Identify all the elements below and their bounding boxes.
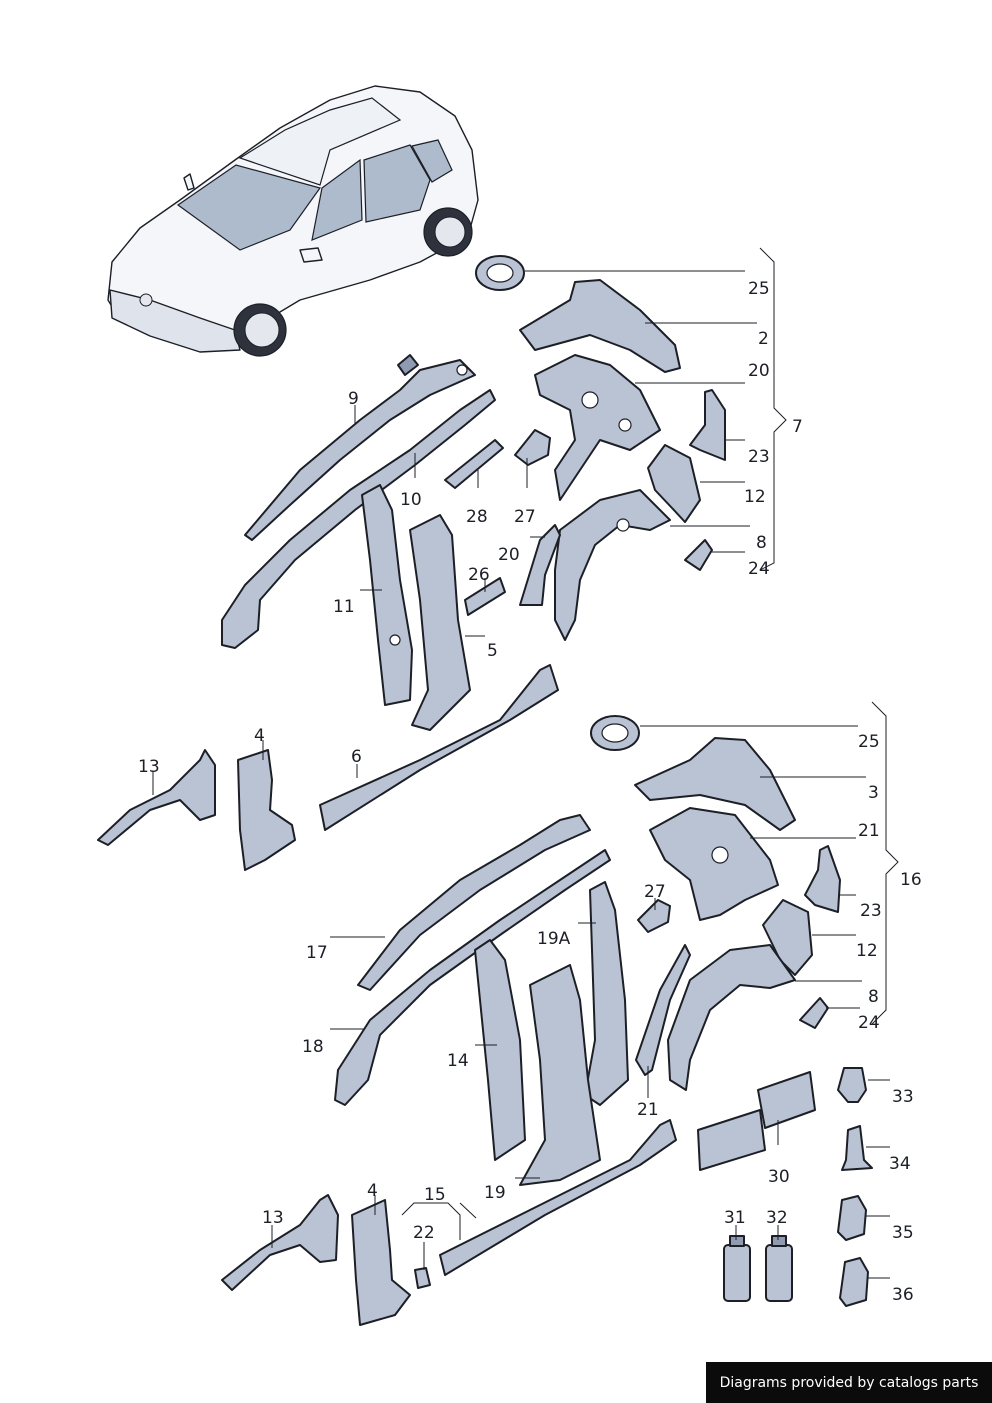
part-bracket-23b (804, 845, 841, 913)
callout-19A: 19A (537, 929, 571, 949)
callout-27: 27 (644, 882, 666, 902)
callout-8: 8 (756, 533, 767, 553)
callout-8: 8 (868, 987, 879, 1007)
callout-25: 25 (858, 732, 880, 752)
part-pad-30a (697, 1109, 766, 1171)
part-sill-6 (319, 664, 559, 831)
callout-10: 10 (400, 490, 422, 510)
part-fastener-36 (839, 1257, 869, 1307)
part-inner-panel-21a (649, 807, 779, 921)
credit-badge: Diagrams provided by catalogs parts (706, 1362, 992, 1403)
callout-24: 24 (858, 1013, 880, 1033)
callout-16: 16 (900, 870, 922, 890)
part-can-32 (765, 1235, 793, 1302)
callout-19: 19 (484, 1183, 506, 1203)
callout-13: 13 (138, 757, 160, 777)
callout-6: 6 (351, 747, 362, 767)
part-reinforcement-20b (519, 524, 561, 606)
callout-14: 14 (447, 1051, 469, 1071)
part-plate-12a (647, 444, 701, 523)
part-pillar-lower-4a (237, 749, 296, 871)
callout-27: 27 (514, 507, 536, 527)
part-pad-30b (757, 1071, 816, 1129)
callout-3: 3 (868, 783, 879, 803)
leader-lines (152, 247, 899, 1279)
part-clip-22 (414, 1267, 431, 1289)
part-bracket-2 (519, 279, 681, 373)
part-roof-rail-17 (357, 814, 591, 991)
part-roof-rail-9 (244, 359, 476, 541)
part-roof-frame-10 (221, 389, 496, 649)
callout-23: 23 (860, 901, 882, 921)
callout-31: 31 (724, 1208, 746, 1228)
callout-5: 5 (487, 641, 498, 661)
part-pillar-lower-4b (351, 1199, 411, 1326)
callout-36: 36 (892, 1285, 914, 1305)
callout-20: 20 (748, 361, 770, 381)
callout-24: 24 (748, 559, 770, 579)
callout-4: 4 (367, 1181, 378, 1201)
part-fastener-33 (837, 1067, 867, 1103)
callout-7: 7 (792, 417, 803, 437)
part-bracket-26 (464, 577, 506, 616)
callout-25: 25 (748, 279, 770, 299)
callout-17: 17 (306, 943, 328, 963)
part-wheelhouse-8a (554, 489, 671, 641)
part-pillar-5 (409, 514, 471, 731)
part-bracket-23a (689, 389, 726, 461)
callout-28: 28 (466, 507, 488, 527)
part-front-panel-13a (97, 749, 216, 846)
part-reinforcement-21b (635, 944, 691, 1076)
credit-text: Diagrams provided by catalogs parts (719, 1374, 979, 1391)
part-bracket-3 (634, 737, 796, 831)
callout-20: 20 (498, 545, 520, 565)
callout-21: 21 (858, 821, 880, 841)
callout-labels: 25 2 20 7 23 12 8 24 9 10 28 27 20 26 11… (138, 279, 922, 1305)
callout-12: 12 (856, 941, 878, 961)
part-sill-15 (439, 1119, 677, 1276)
callout-35: 35 (892, 1223, 914, 1243)
part-strip-28 (444, 439, 504, 489)
callout-21: 21 (637, 1100, 659, 1120)
part-clip-24a (684, 539, 713, 571)
part-pillar-14 (474, 939, 526, 1161)
part-inner-panel-20a (534, 354, 661, 501)
car-illustration (107, 85, 479, 357)
callout-33: 33 (892, 1087, 914, 1107)
part-front-panel-13b (221, 1194, 339, 1291)
part-clip-24b (799, 997, 829, 1029)
part-can-31 (723, 1235, 751, 1302)
callout-34: 34 (889, 1154, 911, 1174)
callout-26: 26 (468, 565, 490, 585)
callout-22: 22 (413, 1223, 435, 1243)
part-pillar-11 (361, 484, 413, 706)
callout-4: 4 (254, 726, 265, 746)
part-bracket-27a (514, 429, 551, 466)
callout-30: 30 (768, 1167, 790, 1187)
callout-32: 32 (766, 1208, 788, 1228)
callout-15: 15 (424, 1185, 446, 1205)
lower-parts-group (221, 715, 873, 1326)
part-bracket-27b (637, 899, 671, 933)
callout-23: 23 (748, 447, 770, 467)
part-wheelhouse-8b (667, 944, 796, 1091)
callout-9: 9 (348, 389, 359, 409)
part-fastener-34 (841, 1125, 873, 1171)
part-pillar-19 (519, 964, 601, 1186)
callout-18: 18 (302, 1037, 324, 1057)
callout-12: 12 (744, 487, 766, 507)
callout-13: 13 (262, 1208, 284, 1228)
part-pillar-19A (584, 881, 629, 1106)
part-fastener-35 (837, 1195, 867, 1241)
upper-parts-group (97, 255, 726, 871)
callout-2: 2 (758, 329, 769, 349)
part-roof-frame-18 (334, 849, 611, 1106)
callout-11: 11 (333, 597, 355, 617)
